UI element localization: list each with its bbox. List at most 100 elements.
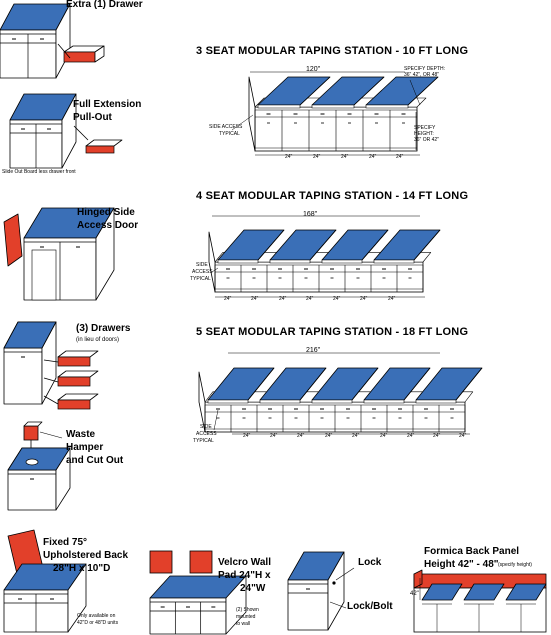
station-5-seg-1: 24" (243, 433, 251, 439)
station-3-title: 3 SEAT MODULAR TAPING STATION - 10 FT LO… (196, 45, 469, 57)
station-5-access: ACCESS (196, 431, 217, 437)
waste-cut-out (25, 458, 39, 466)
lock-cabinet-front (287, 579, 329, 631)
station-3-surface-side (353, 76, 385, 106)
availability-note-2: 42"D or 48"D units (77, 620, 119, 626)
station-4-surface-side (309, 229, 337, 261)
station-3-typical: TYPICAL (219, 131, 240, 137)
drawer-1-front (57, 356, 91, 367)
formica-dimension-label: 42" (410, 591, 419, 597)
depth-dimension-3 (409, 79, 421, 106)
station-3-height-label: SPECIFY (414, 125, 436, 131)
station-4-typical: TYPICAL (190, 276, 211, 282)
hinged-side-door (3, 213, 23, 267)
velcro-note-3: to wall (236, 621, 251, 627)
side-access-leader-5 (213, 409, 219, 431)
three-drawers-label: (3) Drawers (76, 323, 131, 334)
station-5-surface-edge (259, 399, 301, 404)
station-3-surface-edge (311, 104, 355, 109)
station-5-surface-side (351, 367, 379, 401)
station-5-seg-6: 24" (380, 433, 388, 439)
drawers-cabinet-front (3, 347, 43, 405)
station-3-seg-4: 24" (369, 154, 377, 160)
station-5-seg-4: 24" (325, 433, 333, 439)
station-4-seg-7: 24" (388, 296, 396, 302)
station-5-surface-edge (311, 399, 353, 404)
lock-icon (332, 581, 336, 585)
station-3-height-values: 36" OR 42" (414, 137, 439, 143)
drawer-arrow-1 (43, 359, 59, 363)
station-3-seg-1: 24" (285, 154, 293, 160)
velcro-note-2: mounted (236, 614, 256, 620)
station-4-seg-6: 24" (360, 296, 368, 302)
full-extension-label: Full Extension (73, 99, 142, 110)
in-lieu-of-doors-label: (in lieu of doors) (76, 337, 120, 343)
station-5-surface-edge (363, 399, 405, 404)
lock-bolt-label: Lock/Bolt (347, 601, 393, 612)
extra-drawer-arrow (57, 43, 71, 59)
fixed-back-label: Fixed 75° (43, 537, 88, 548)
availability-note-1: Only available on (77, 613, 116, 619)
formica-specify-label: (specify height) (498, 562, 532, 568)
pull-out-label: Pull-Out (73, 112, 112, 123)
station-4-seg-1: 24" (224, 296, 232, 302)
side-access-leader-4 (211, 267, 219, 273)
drawer-1-top (57, 350, 99, 358)
station-4-surface-edge (373, 259, 415, 264)
cut-out-label: and Cut Out (66, 455, 124, 466)
station-5-title: 5 SEAT MODULAR TAPING STATION - 18 FT LO… (196, 326, 469, 338)
waste-cabinet-top (7, 447, 71, 471)
station-4-surface-side (257, 229, 285, 261)
drawer-arrow-2 (43, 377, 59, 383)
station-5-surface-side (247, 367, 275, 401)
station-3-surface-edge (365, 104, 409, 109)
station-4-end-panel (208, 231, 216, 293)
drawer-3-front (57, 399, 91, 410)
station-4-seg-2: 24" (251, 296, 259, 302)
formica-work-surface (421, 583, 463, 601)
velcro-width-label: 24"W (240, 583, 266, 594)
back-size-label: 28"H x 10"D (53, 563, 111, 574)
station-5-seg-2: 24" (270, 433, 278, 439)
lock-leader (335, 567, 355, 581)
station-4-surface-edge (217, 259, 259, 264)
station-5-surface-edge (415, 399, 457, 404)
station-4-surface-side (413, 229, 441, 261)
formica-panel-label: Formica Back Panel (424, 546, 520, 557)
station-5-seg-3: 24" (297, 433, 305, 439)
side-access-leader-3 (231, 114, 254, 131)
upholstered-cabinet-side (67, 563, 87, 633)
station-4-side: SIDE (196, 262, 208, 268)
pull-out-board (85, 139, 123, 147)
station-5-typical: TYPICAL (193, 438, 214, 444)
pull-out-arrow (73, 125, 89, 141)
drawer-3-top (57, 393, 99, 401)
station-4-surface-side (361, 229, 389, 261)
velcro-cabinet-side (225, 575, 247, 635)
waste-leader (39, 431, 63, 439)
station-3-height-label-2: HEIGHT: (414, 131, 434, 137)
station-4-surface-edge (269, 259, 311, 264)
formica-height-label: Height 42" - 48" (424, 559, 499, 570)
lock-cabinet-side (327, 551, 345, 631)
formica-work-surface (505, 583, 547, 601)
station-4-seg-4: 24" (306, 296, 314, 302)
station-3-depth-values: 36" 42", OR 48" (404, 72, 440, 78)
station-4-seg-5: 24" (333, 296, 341, 302)
velcro-note-1: (2) Shown (236, 607, 259, 613)
station-5-surface-side (455, 367, 483, 401)
station-3-surface-edge (257, 104, 301, 109)
waste-hamper-bin (23, 425, 39, 441)
station-4-length: 168" (303, 211, 318, 218)
lock-label: Lock (358, 557, 382, 568)
slide-out-note: Slide Out Board less drawer front (2, 169, 76, 175)
formica-work-surface (463, 583, 505, 601)
station-3-seg-5: 24" (396, 154, 404, 160)
hamper-label: Hamper (66, 442, 104, 453)
velcro-pad-left (149, 550, 173, 574)
hinged-opening (31, 249, 57, 301)
station-4-surface-edge (321, 259, 363, 264)
station-3-depth-label: SPECIFY DEPTH: (404, 66, 446, 72)
drawer-2-front (57, 376, 91, 387)
